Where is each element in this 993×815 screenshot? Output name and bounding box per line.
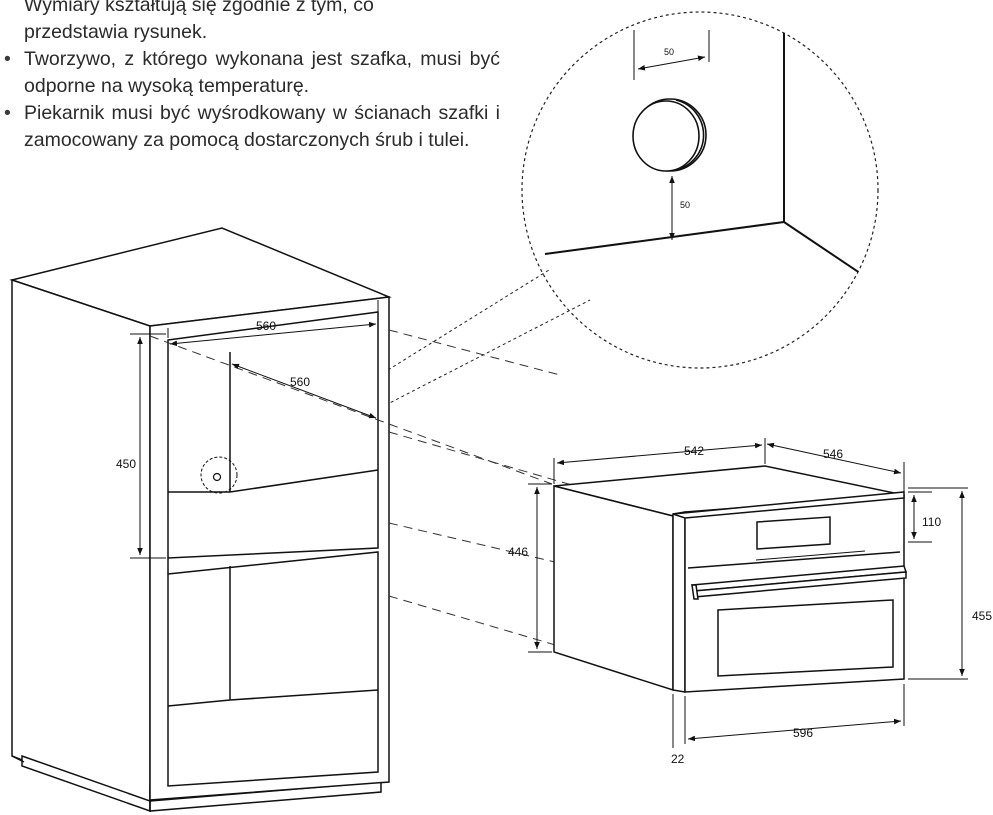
detail-side-edge xyxy=(783,221,878,301)
oven-dim-front-width-label: 596 xyxy=(793,726,813,740)
instruction-partial-tail: przedstawia rysunek. xyxy=(24,21,208,43)
oven-dim-body-height-label: 446 xyxy=(508,545,528,559)
detail-dim-vertical-label: 50 xyxy=(680,200,690,210)
instruction-partial-text: Wymiary kształtują się zgodnie z tym, co xyxy=(24,0,374,16)
cabinet-dimensions: 560 560 450 xyxy=(116,300,379,559)
oven-dim-depth-label: 546 xyxy=(823,447,843,461)
cabinet-dim-width-line xyxy=(169,321,377,347)
oven-door-window xyxy=(717,599,894,677)
cabinet-dim-height-label: 450 xyxy=(116,457,136,471)
oven-dim-width-label: 542 xyxy=(684,444,704,458)
detail-circle-outline xyxy=(521,11,879,369)
detail-mounting-hole xyxy=(632,98,707,172)
oven-control-panel-edge xyxy=(687,551,901,569)
oven-dim-front-height-label: 455 xyxy=(972,609,992,623)
detail-floor-edge xyxy=(544,221,785,255)
oven-dim-front-width-line xyxy=(687,718,902,742)
cabinet-upper-niche xyxy=(167,311,379,559)
detail-zoom-view: 50 50 xyxy=(521,11,879,369)
detail-dim-horizontal-line xyxy=(637,55,706,71)
cabinet-dim-width-label: 560 xyxy=(256,319,276,333)
cabinet-dim-depth-label: 560 xyxy=(290,375,310,389)
kitchen-cabinet xyxy=(9,227,392,813)
cabinet-dim-depth-line xyxy=(231,363,377,419)
instruction-bullet-material: Tworzywo, z którego wykonana jest szafka… xyxy=(0,46,500,100)
oven-body-side xyxy=(553,485,674,692)
oven-front-top-bevel xyxy=(672,491,905,519)
installation-instructions: Wymiary kształtują się zgodnie z tym, co… xyxy=(0,0,500,154)
oven-dim-depth-line xyxy=(766,442,902,475)
instruction-bullet-centering: Piekarnik musi być wyśrodkowany w ściana… xyxy=(0,100,500,154)
oven-display xyxy=(756,516,831,550)
oven-dimensions xyxy=(528,438,968,748)
oven-dim-panel-height-label: 110 xyxy=(922,515,941,529)
cabinet-detail-marker-circle xyxy=(200,456,238,494)
oven-front-edge xyxy=(672,511,686,693)
cabinet-left-side xyxy=(11,278,151,813)
oven-dim-front-thickness-label: 22 xyxy=(671,752,685,766)
cabinet-lower-niche xyxy=(167,551,379,787)
detail-dim-horizontal-label: 50 xyxy=(664,47,674,57)
built-in-oven xyxy=(553,465,908,693)
oven-dim-width-line xyxy=(556,442,763,466)
cabinet-mounting-hole xyxy=(212,472,222,482)
instruction-line-partial: Wymiary kształtują się zgodnie z tym, co… xyxy=(0,0,500,46)
